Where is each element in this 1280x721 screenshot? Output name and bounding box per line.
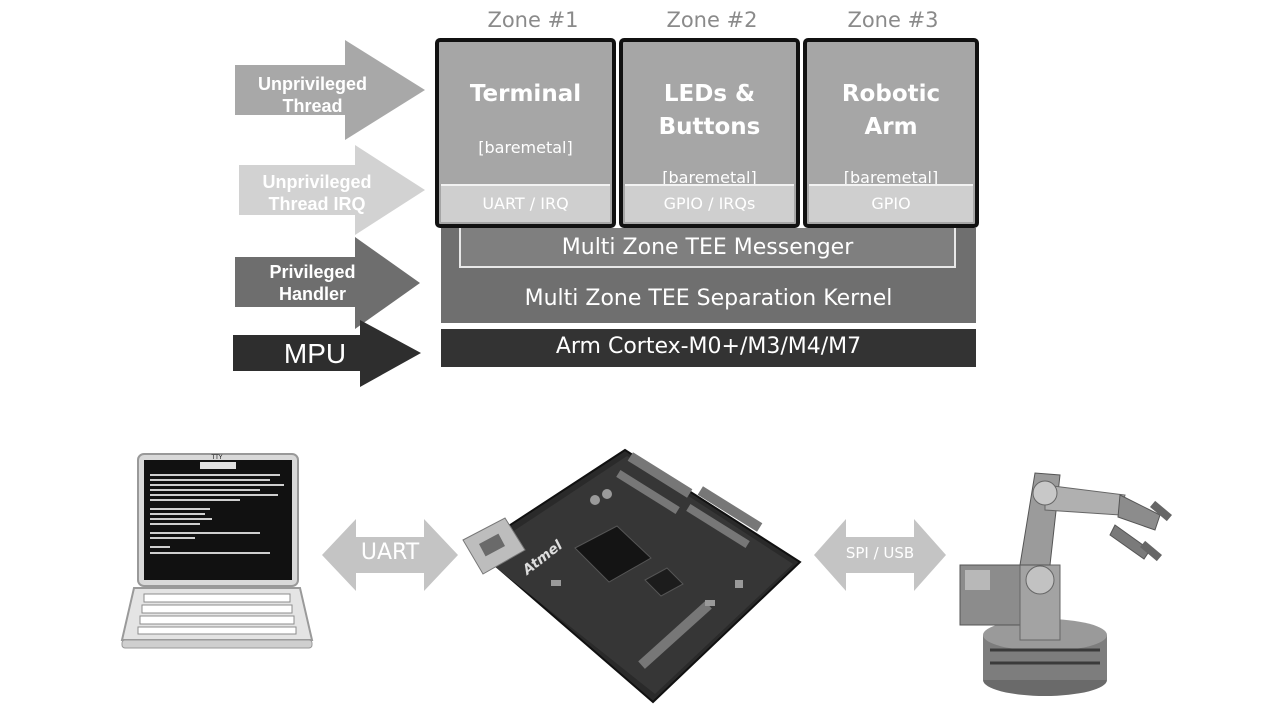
zone-2-box: LEDs & Buttons [baremetal] GPIO / IRQs (619, 38, 800, 228)
privileged-handler-arrow (235, 237, 420, 329)
unprivileged-thread-irq-arrow (239, 145, 425, 235)
unprivileged-thread-arrow (235, 40, 425, 140)
zone-1-title: Zone #1 (487, 8, 579, 32)
robotic-arm-image (959, 472, 1172, 696)
messenger-label: Multi Zone TEE Messenger (561, 235, 854, 260)
separation-kernel-layer: Multi Zone TEE Messenger Multi Zone TEE … (441, 228, 976, 323)
mpu-arrow (233, 320, 421, 387)
zone-2-title: Zone #2 (666, 8, 758, 32)
zone-3-name-line2: Arm (864, 114, 918, 140)
spi-usb-link-label: SPI / USB (845, 544, 915, 562)
zone-2-tag: [baremetal] (662, 168, 757, 187)
zone-3-box: Robotic Arm [baremetal] GPIO (803, 38, 979, 228)
spi-usb-link-arrow (814, 519, 946, 591)
privilege-arrows (233, 40, 425, 387)
separation-kernel-label: Multi Zone TEE Separation Kernel (524, 286, 893, 311)
core-label: Arm Cortex-M0+/M3/M4/M7 (555, 334, 862, 359)
zone-2-io: GPIO / IRQs (625, 184, 794, 222)
uart-link-arrow (322, 519, 458, 591)
zone-3-tag: [baremetal] (843, 168, 939, 187)
mpu-label: MPU (283, 338, 347, 369)
zone-1-box: Terminal [baremetal] UART / IRQ (435, 38, 616, 228)
messenger-layer: Multi Zone TEE Messenger (459, 228, 956, 268)
zone-1-io: UART / IRQ (441, 184, 610, 222)
zone-3-title: Zone #3 (847, 8, 939, 32)
core-layer: Arm Cortex-M0+/M3/M4/M7 (441, 329, 976, 367)
zone-1-name: Terminal (469, 81, 582, 107)
uart-link-label: UART (360, 540, 420, 565)
zone-2-name-line2: Buttons (658, 114, 761, 140)
laptop-screen-title: TTY (211, 454, 223, 461)
zone-3-name-line1: Robotic (841, 81, 941, 107)
zone-3-io: GPIO (809, 184, 973, 222)
laptop-image (120, 453, 314, 649)
zone-2-name-line1: LEDs & (663, 81, 756, 107)
dev-board-image (462, 448, 802, 704)
zone-1-tag: [baremetal] (478, 138, 573, 157)
